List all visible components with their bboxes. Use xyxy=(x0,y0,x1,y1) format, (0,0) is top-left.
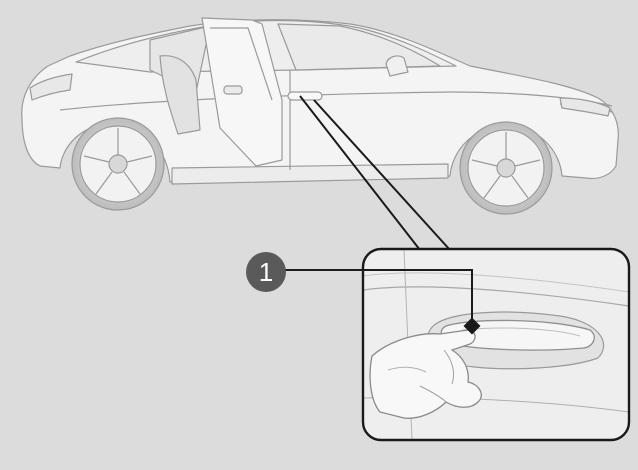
front-wheel xyxy=(459,121,553,215)
side-mirror xyxy=(385,55,409,77)
detail-inset-frame xyxy=(361,247,631,442)
headlight xyxy=(559,97,611,117)
rear-seat xyxy=(159,55,201,135)
callout-number: 1 xyxy=(259,257,273,287)
rear-wheel xyxy=(71,117,165,211)
callout-marker xyxy=(463,317,481,335)
callout-leader-line xyxy=(284,269,473,326)
callout-badge xyxy=(246,252,286,292)
detail-inset xyxy=(361,247,631,442)
rear-door-inner-handle xyxy=(223,85,243,95)
zoom-leader-lines xyxy=(299,95,451,251)
callout-1: 1 xyxy=(246,252,481,335)
car-door-handle xyxy=(287,91,323,101)
tail-light xyxy=(29,73,73,101)
rocker-panel xyxy=(171,163,449,185)
car-illustration xyxy=(21,17,619,215)
